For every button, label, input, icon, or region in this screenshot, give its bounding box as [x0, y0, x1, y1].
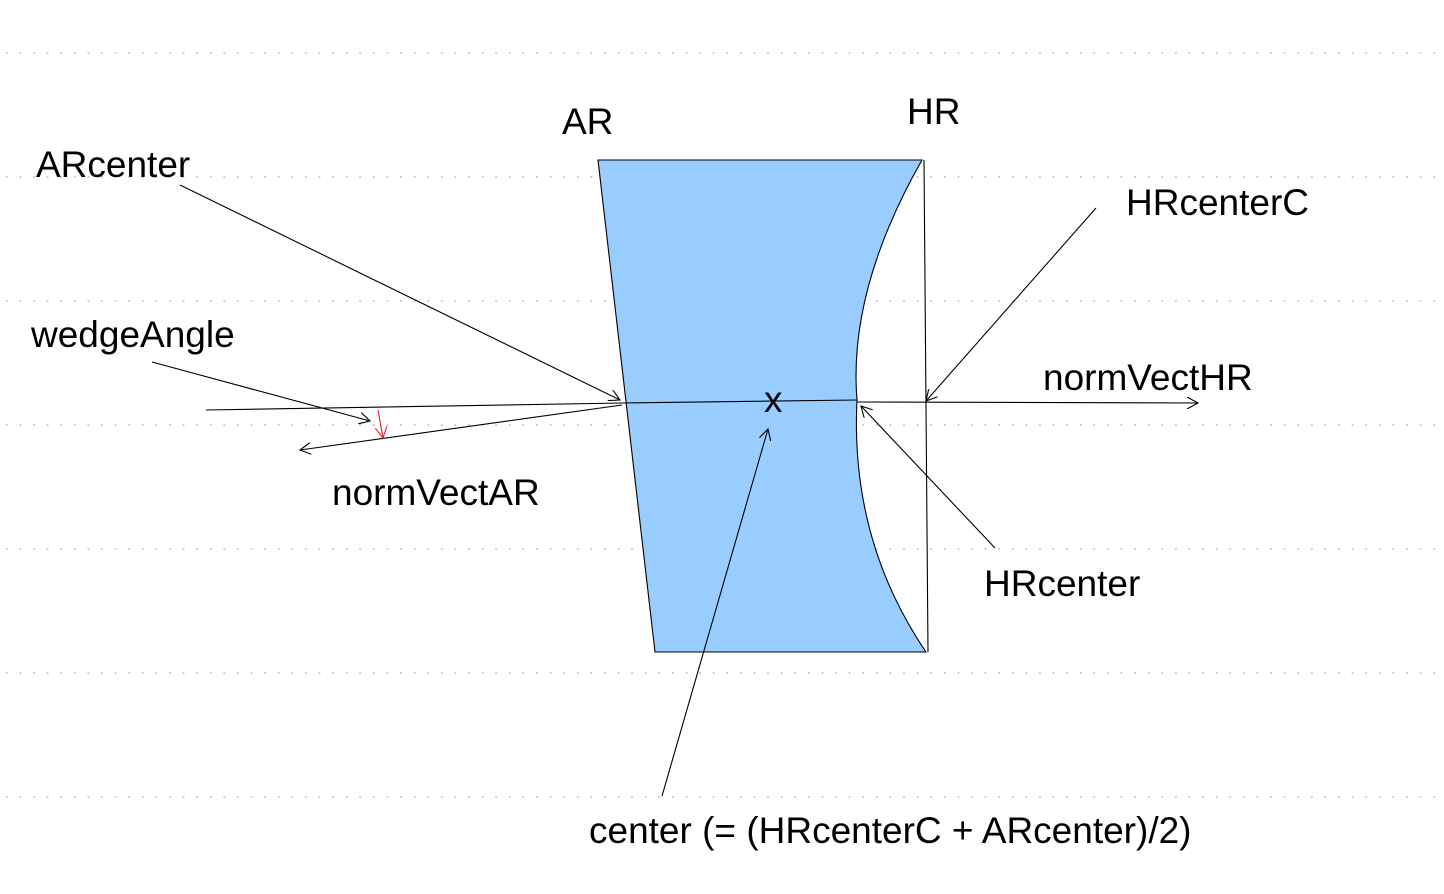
- hr-center-pointer: [861, 406, 996, 549]
- hr-center-c-pointer: [926, 207, 1097, 401]
- hr-center-c-label: HRcenterC: [1126, 182, 1309, 223]
- internal-axis-line: [621, 399, 858, 404]
- center-mark: x: [764, 379, 783, 420]
- hr-label: HR: [907, 91, 960, 132]
- ar-center-label: ARcenter: [36, 144, 190, 185]
- norm-vect-ar-label: normVectAR: [332, 472, 540, 513]
- hr-center-label: HRcenter: [984, 563, 1140, 604]
- optic-body: [597, 159, 928, 653]
- norm-vect-ar-arrow: [300, 404, 623, 450]
- hr-reference-line: [923, 159, 929, 653]
- ar-label: AR: [562, 101, 613, 142]
- wedge-angle-pointer: [151, 361, 370, 421]
- center-formula-label: center (= (HRcenterC + ARcenter)/2): [589, 810, 1192, 851]
- norm-vect-hr-arrow: [856, 402, 1198, 403]
- incoming-axis-line: [205, 402, 623, 411]
- norm-vect-hr-label: normVectHR: [1043, 357, 1253, 398]
- ar-center-pointer: [179, 184, 620, 400]
- wedge-angle-label: wedgeAngle: [30, 314, 235, 355]
- center-pointer: [661, 429, 768, 797]
- wedge-angle-marker: [378, 409, 383, 438]
